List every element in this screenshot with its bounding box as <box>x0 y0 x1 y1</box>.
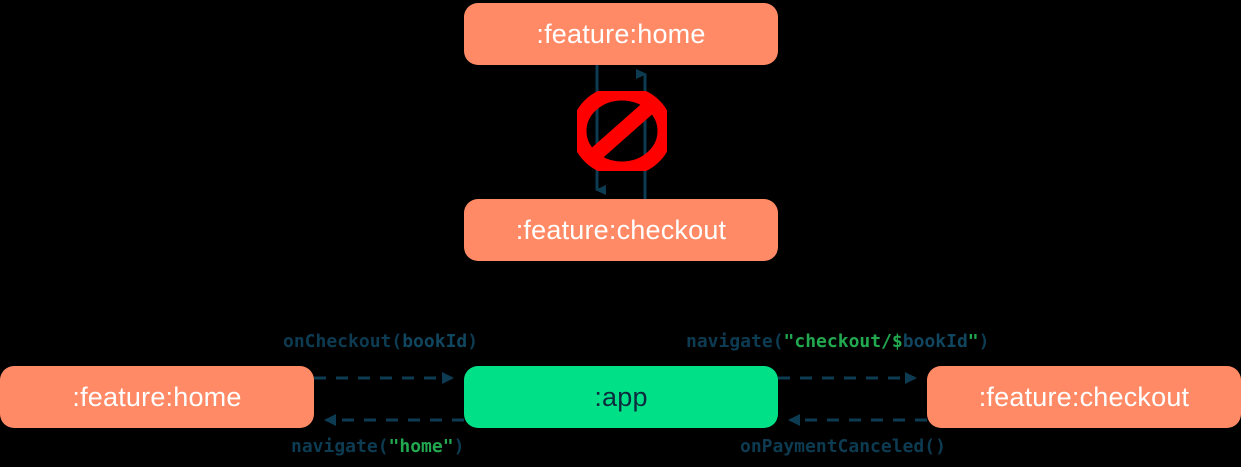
code-token-punct: ) <box>978 331 990 352</box>
code-token-punct: ) <box>453 436 465 457</box>
code-token-string: "home" <box>388 436 454 457</box>
node-feature-home-top[interactable]: :feature:home <box>464 3 778 65</box>
edge-label-navigate-checkout: navigate("checkout/$bookId") <box>686 331 989 352</box>
code-token-string: "checkout/ <box>783 331 892 352</box>
code-token-interpolation-dollar: $ <box>891 331 903 352</box>
code-token-punct: ) <box>467 331 479 352</box>
code-token-function: onCheckout <box>283 331 392 352</box>
code-token-function: navigate <box>291 436 378 457</box>
code-token-punct: ( <box>377 436 389 457</box>
node-label: :feature:checkout <box>515 214 727 245</box>
code-token-string: " <box>967 331 979 352</box>
edge-label-navigate-home: navigate("home") <box>291 436 464 457</box>
node-label: :feature:home <box>72 381 242 412</box>
node-label: :app <box>594 381 648 412</box>
node-feature-checkout-bottom[interactable]: :feature:checkout <box>927 366 1241 428</box>
code-token-punct: ( <box>391 331 403 352</box>
edge-label-on-payment-canceled: onPaymentCanceled() <box>740 436 946 457</box>
edge-label-on-checkout: onCheckout(bookId) <box>283 331 478 352</box>
code-token-punct: () <box>924 436 946 457</box>
code-token-variable: bookId <box>902 331 968 352</box>
code-token-function: onPaymentCanceled <box>740 436 925 457</box>
code-token-punct: ( <box>772 331 784 352</box>
code-token-function: navigate <box>686 331 773 352</box>
node-label: :feature:home <box>536 18 706 49</box>
node-feature-checkout-top[interactable]: :feature:checkout <box>464 199 778 261</box>
node-label: :feature:checkout <box>978 381 1190 412</box>
node-feature-home-bottom[interactable]: :feature:home <box>0 366 314 428</box>
code-token-variable: bookId <box>402 331 468 352</box>
prohibited-sign-icon <box>577 91 667 171</box>
node-app[interactable]: :app <box>464 366 778 428</box>
